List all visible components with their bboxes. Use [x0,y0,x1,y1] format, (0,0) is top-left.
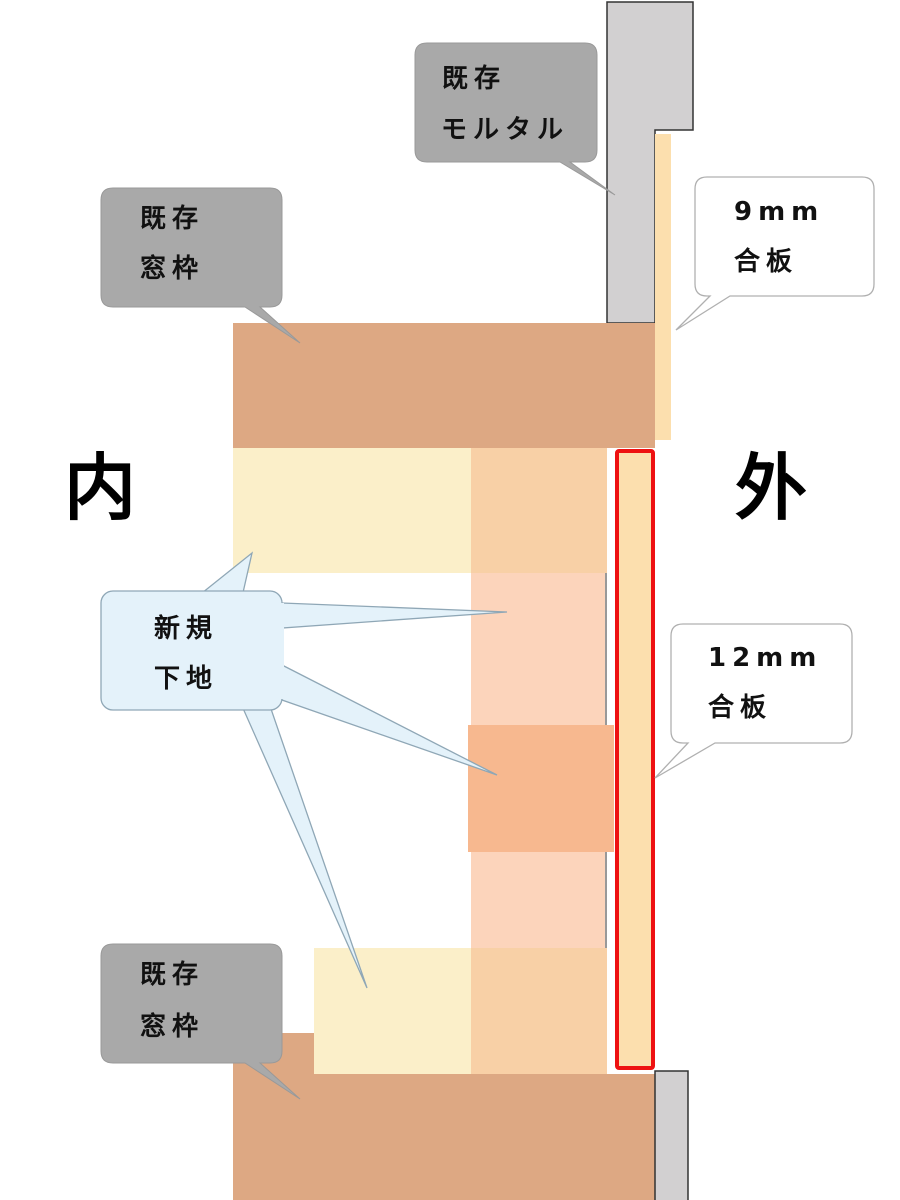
callout-frame-top [100,187,301,344]
existing-frame-bottom [233,1074,655,1200]
plywood-9mm-label-line1: 9mm [734,197,825,227]
frame-top-label-line2: 窓枠 [140,254,205,284]
inside-label: 内 [64,446,137,530]
existing-mortar-bottom [654,1070,689,1200]
new-base-upper-mid [471,448,607,573]
plywood-9mm [655,134,671,440]
frame-top-label-line1: 既存 [140,204,205,234]
plywood-12mm-label-line2: 合板 [708,693,773,723]
plywood-9mm-label-line2: 合板 [734,247,799,277]
new-base-upper-light [233,448,471,573]
mortar-label-line1: 既存 [442,64,507,94]
callout-frame-bottom [100,943,301,1100]
plywood-12mm-label-line1: 12mm [708,643,823,673]
new-base-lower-light [314,948,471,1074]
frame-bottom-label-line2: 窓枠 [140,1012,205,1042]
new-base-label-line2: 下地 [154,664,219,694]
callout-plywood-12mm [654,623,853,779]
new-base-block [468,725,614,852]
outside-label: 外 [735,446,808,530]
callout-new-base-seam [279,603,284,699]
callout-mortar [414,42,616,196]
callout-new-base-seam [241,593,274,597]
callout-new-base-seam [244,704,274,708]
frame-bottom-label-line1: 既存 [140,960,205,990]
plywood-12mm [615,449,655,1070]
callout-plywood-9mm [675,176,875,331]
existing-frame-top [233,323,655,448]
new-base-label-line1: 新規 [154,614,219,644]
callout-new-base [100,551,508,989]
new-base-lower-mid [471,948,607,1074]
mortar-label-line2: モルタル [441,115,570,145]
existing-mortar-top [606,1,694,324]
